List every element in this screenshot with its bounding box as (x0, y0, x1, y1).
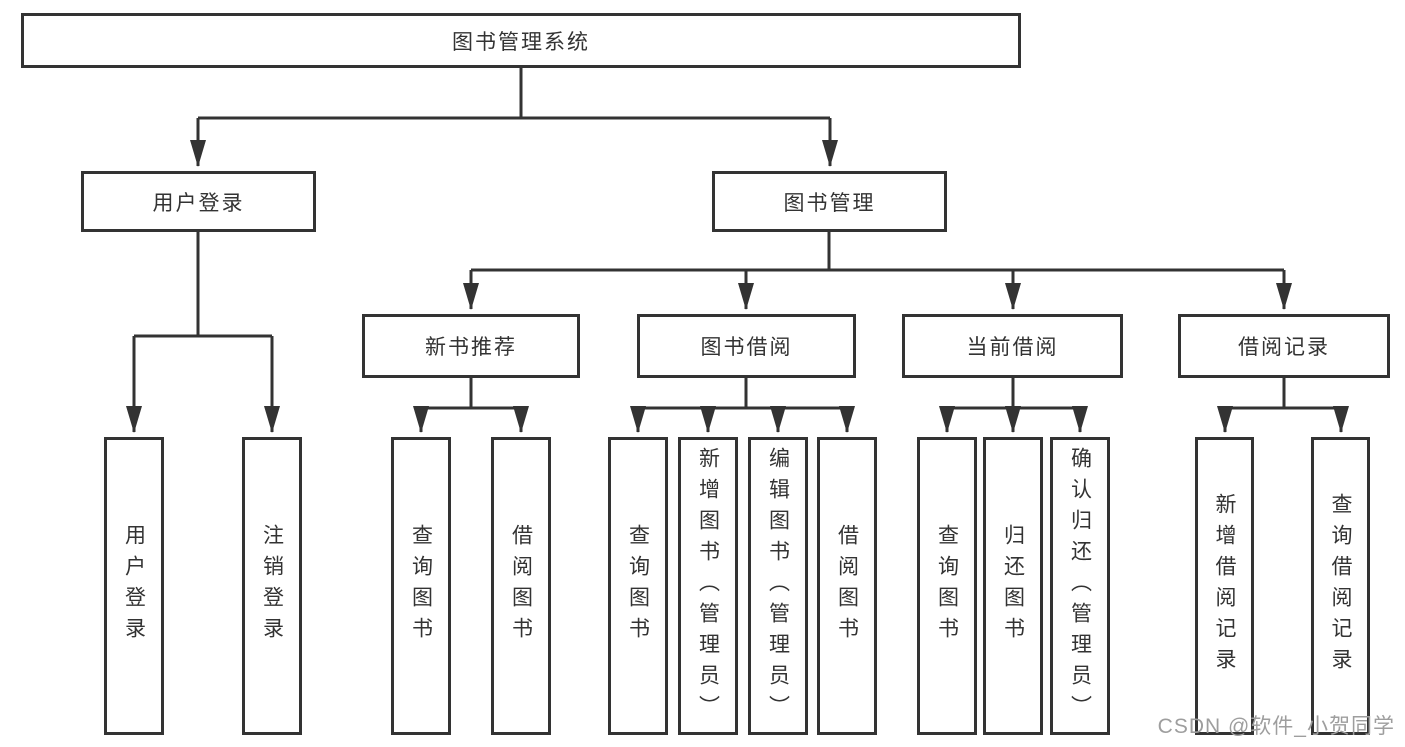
node-user-login: 用户登录 (81, 171, 316, 232)
node-book-management: 图书管理 (712, 171, 947, 232)
node-book-management-label: 图书管理 (783, 191, 876, 215)
leaf-logout-label: 注销登录 (260, 524, 284, 648)
node-book-borrowing-label: 图书借阅 (700, 336, 793, 359)
leaf-search-books-borrowing-label: 查询图书 (626, 524, 650, 648)
leaf-search-borrow-record-label: 查询借阅记录 (1329, 493, 1352, 679)
leaf-search-books-current-label: 查询图书 (935, 524, 959, 648)
leaf-confirm-return-admin-label: 确认归还（管理员） (1068, 446, 1092, 726)
node-borrowing-records: 借阅记录 (1178, 314, 1390, 378)
leaf-user-login: 用户登录 (104, 437, 164, 735)
node-current-borrowing: 当前借阅 (902, 314, 1123, 378)
leaf-add-book-admin-label: 新增图书（管理员） (696, 446, 720, 726)
leaf-borrow-books-recommend: 借阅图书 (491, 437, 551, 735)
leaf-return-books: 归还图书 (983, 437, 1043, 735)
leaf-user-login-label: 用户登录 (122, 524, 146, 648)
node-library-management-system: 图书管理系统 (21, 13, 1021, 68)
node-library-management-system-label: 图书管理系统 (452, 30, 590, 54)
leaf-logout: 注销登录 (242, 437, 302, 735)
leaf-borrow-books-borrowing: 借阅图书 (817, 437, 877, 735)
leaf-search-borrow-record: 查询借阅记录 (1311, 437, 1370, 735)
leaf-add-borrow-record: 新增借阅记录 (1195, 437, 1254, 735)
leaf-borrow-books-recommend-label: 借阅图书 (509, 524, 533, 648)
node-current-borrowing-label: 当前借阅 (966, 336, 1059, 359)
node-borrowing-records-label: 借阅记录 (1238, 336, 1330, 359)
node-new-book-recommendation: 新书推荐 (362, 314, 580, 378)
node-new-book-recommendation-label: 新书推荐 (425, 336, 517, 359)
leaf-return-books-label: 归还图书 (1001, 524, 1025, 648)
csdn-watermark: CSDN @软件_小贺同学 (1157, 715, 1395, 738)
leaf-add-borrow-record-label: 新增借阅记录 (1213, 493, 1236, 679)
leaf-add-book-admin: 新增图书（管理员） (678, 437, 738, 735)
node-user-login-label: 用户登录 (152, 191, 245, 215)
leaf-confirm-return-admin: 确认归还（管理员） (1050, 437, 1110, 735)
leaf-search-books-recommend: 查询图书 (391, 437, 451, 735)
leaf-search-books-current: 查询图书 (917, 437, 977, 735)
leaf-borrow-books-borrowing-label: 借阅图书 (835, 524, 859, 648)
leaf-edit-book-admin-label: 编辑图书（管理员） (766, 446, 790, 726)
leaf-edit-book-admin: 编辑图书（管理员） (748, 437, 808, 735)
node-book-borrowing: 图书借阅 (637, 314, 856, 378)
leaf-search-books-recommend-label: 查询图书 (409, 524, 433, 648)
leaf-search-books-borrowing: 查询图书 (608, 437, 668, 735)
